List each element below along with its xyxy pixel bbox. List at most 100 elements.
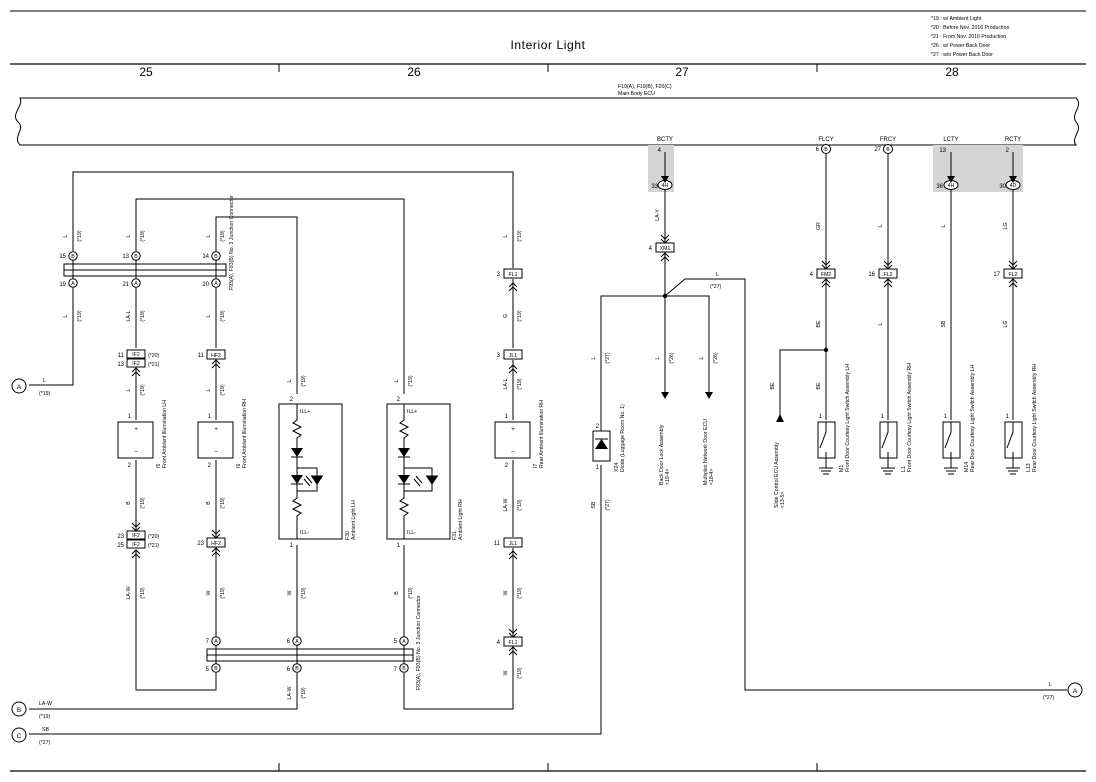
offpage-circle (1067, 682, 1083, 698)
pin-number: 1 (1006, 414, 1010, 420)
note-label: (*20) (148, 534, 160, 540)
pin-number: 27 (874, 147, 881, 153)
front-ambient-illumination-lh: + − 1 2 I5 Front Ambient Illumination LH (117, 400, 168, 469)
chevron-up-icon (131, 367, 141, 377)
wire-line (72, 171, 514, 268)
chevron-up-icon (508, 646, 518, 656)
pin-code: B (71, 254, 75, 260)
arrow-icon (661, 176, 669, 183)
component-name: Ambient Light RH (458, 499, 464, 540)
pin-number: 2 (290, 397, 294, 403)
pin-code: B (214, 254, 218, 260)
plus-label: + (214, 426, 218, 433)
plus-label: + (511, 426, 515, 433)
component-name: Multiplex Network Door ECU (703, 419, 709, 485)
note-label: (*19) (408, 587, 414, 599)
pin-code: A (402, 639, 406, 645)
wire-color-label: L (394, 379, 400, 382)
pin-number: 7 (394, 667, 398, 673)
main-body-ecu: F19(A), F19(B), F20(C) Main Body ECU (15, 84, 1080, 146)
wire-color-label: L (206, 314, 212, 317)
arrow-icon (705, 392, 713, 399)
connector-box (503, 537, 523, 548)
pin-number: 11 (118, 353, 125, 359)
component-box (386, 403, 451, 540)
chevron-down-icon (508, 628, 518, 638)
pin-code: B (214, 666, 218, 672)
courtesy-switch-l1: 1 L1 Front Door Courtesy Light Switch As… (879, 363, 913, 475)
component-name: Slide Control ECU Assembly (774, 442, 780, 508)
wire-line (29, 465, 602, 735)
chevron-up-icon (211, 547, 221, 557)
pin-number: 3 (497, 353, 501, 359)
note-label: (*19) (220, 310, 226, 322)
pin-number: 1 (208, 414, 212, 420)
arrow-icon (1009, 176, 1017, 183)
switch-icon (944, 422, 952, 458)
note-label: (*27) (710, 284, 722, 290)
wire-line (215, 216, 298, 394)
wire-line (600, 295, 665, 435)
arrow-icon (661, 392, 669, 399)
component-name: Diode (Luggage Room No. 1) (620, 404, 626, 472)
component-code: I7 (533, 464, 539, 468)
chevron-down-icon (211, 529, 221, 539)
light-emission-icon (413, 475, 423, 487)
pin-function-label: ILL+ (407, 409, 417, 415)
ground-icon (944, 458, 958, 475)
led-icon (398, 475, 410, 484)
wire-color-label: SB (42, 727, 49, 733)
note-label: (*21) (148, 543, 160, 549)
component-code: M14 (964, 462, 970, 472)
led-icon (291, 475, 303, 484)
pin-number: 3 (497, 272, 501, 278)
pin-number: 4 (497, 640, 501, 646)
pin-number: 1 (397, 543, 401, 549)
pin-number: 1 (128, 414, 132, 420)
offpage-id: A (1073, 688, 1078, 695)
led-icon (291, 448, 303, 457)
chevron-up-icon (211, 359, 221, 369)
note-label: (*20) (148, 353, 160, 359)
pin-number: 1 (596, 465, 600, 471)
footer-rule (10, 763, 1086, 772)
multiplex-network-door-ecu: Multiplex Network Door ECU <18-4> (703, 419, 715, 485)
pin-number: 4 (658, 148, 662, 154)
offpage-id: B (17, 707, 22, 714)
terminal-label: BCTY (657, 137, 673, 143)
pin-code: B (134, 254, 138, 260)
pin-number: 14 (202, 254, 209, 260)
pin-number: 11 (198, 353, 205, 359)
component-code: X24 (614, 463, 620, 472)
wire-color-label: L (941, 224, 947, 227)
pin-number: 20 (202, 282, 209, 288)
wire-color-label: LA-Y (655, 209, 661, 221)
column-header: 25 26 27 28 (139, 64, 959, 79)
note-label: (*19) (140, 497, 146, 509)
pin-number: 17 (993, 272, 1000, 278)
connector-label: HF2 (211, 541, 221, 547)
switch-icon (1006, 422, 1014, 458)
connector-box (126, 539, 146, 549)
front-ambient-illumination-rh: + − 1 2 I6 Front Ambient Illumination RH (197, 399, 248, 469)
legend: *19 : w/ Ambient Light *20 : Before Nov.… (931, 16, 1009, 58)
pin-code: B (295, 666, 299, 672)
chevron-up-icon (131, 549, 141, 559)
pin-number: 1 (290, 543, 294, 549)
wire-line (664, 278, 1067, 691)
connector-label: XM1 (660, 246, 671, 252)
legend-item: *21 : From Nov. 2016 Production (931, 34, 1006, 40)
wire-color-label: SB (591, 501, 597, 508)
offpage-connector-a-left: A L (*19) (11, 378, 51, 397)
wire-color-labels: L (*19) L (*19) L (*19) L (*19) L (*19) … (63, 209, 1009, 700)
connector-label: JL1 (509, 541, 517, 547)
component-ref: <13-5> (780, 492, 786, 508)
pin-number: 23 (117, 534, 124, 540)
component-code: I6 (236, 464, 242, 468)
pin-number: 1 (881, 414, 885, 420)
wire-color-label: L (206, 388, 212, 391)
component-name: Rear Door Courtesy Light Switch Assembly… (970, 364, 976, 472)
wire-line (665, 295, 710, 392)
wire-color-label: L (63, 234, 69, 237)
wire-color-label: LA-W (39, 701, 52, 707)
